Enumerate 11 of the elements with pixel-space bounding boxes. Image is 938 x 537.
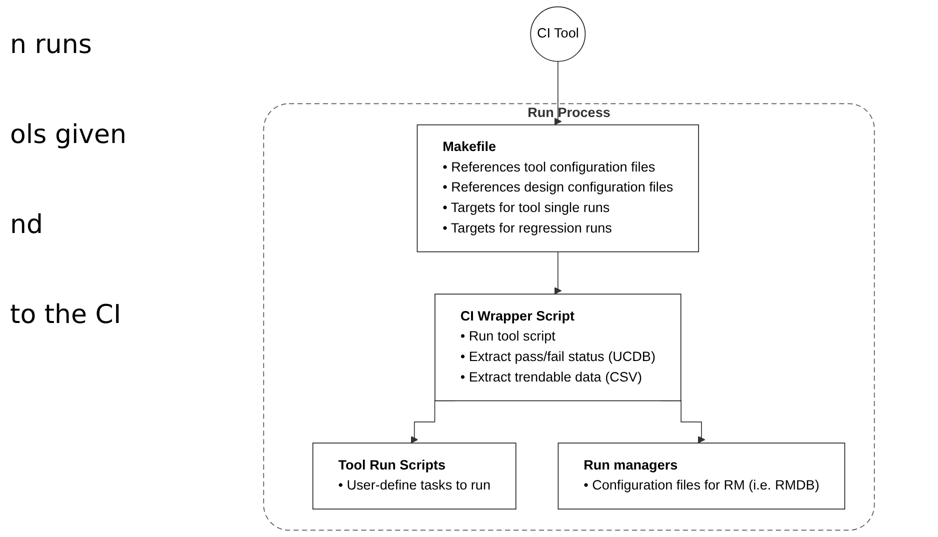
node-box: Makefile • References tool configuration files • References design configuration files • Targets for tool single runs • Targets for regression runs — [416, 124, 699, 252]
node-circle: CI Tool — [530, 6, 586, 62]
slide-text: nd — [10, 210, 44, 240]
slide-text: n runs — [10, 30, 93, 60]
node-box: CI Wrapper Script • Run tool script • Extract pass/fail status (UCDB) • Extract trendable data (CSV) — [434, 294, 682, 402]
arrow — [554, 60, 562, 126]
arrow — [554, 251, 562, 294]
node-box: Tool Run Scripts • User-define tasks to run — [312, 442, 516, 510]
slide-text: to the CI — [10, 300, 122, 330]
slide-text: ols given — [10, 120, 128, 150]
node-box: Run managers • Configuration files for RM (i.e. RMDB) — [558, 442, 846, 510]
